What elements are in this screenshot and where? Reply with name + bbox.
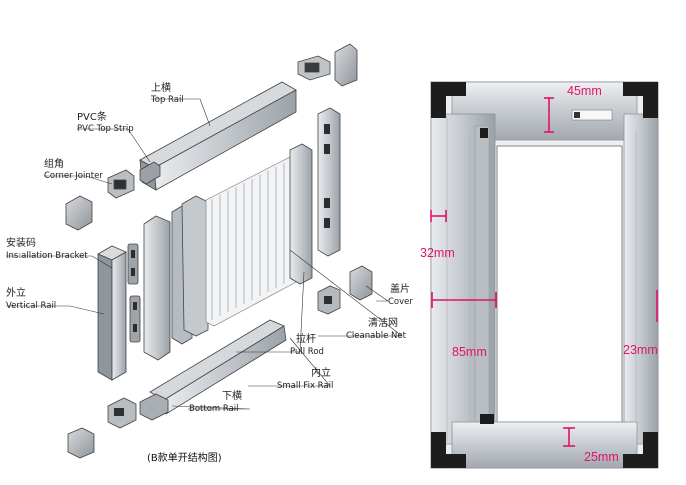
svg-text:Top Rail: Top Rail — [150, 95, 184, 105]
frame-bottom-rail — [451, 421, 638, 469]
inner-rails-part — [143, 195, 209, 361]
svg-text:拉杆: 拉杆 — [296, 332, 316, 345]
corner-piece-bottom — [67, 397, 137, 459]
dimension-bottom-left: 85mm — [452, 345, 487, 359]
label-corner-jointer: 组角 Corner Jointer — [44, 157, 103, 181]
label-vertical-rail: 外立 Vertical Rail — [6, 286, 56, 311]
dimension-markers — [430, 97, 658, 447]
label-cleanable-net: 清洁网 Cleanable Net — [346, 316, 407, 341]
corner-piece-top — [297, 43, 358, 87]
label-cover: 盖片 Cover — [388, 282, 413, 307]
rail-clips — [127, 243, 141, 343]
svg-text:PVC Top Strip: PVC Top Strip — [77, 124, 134, 134]
cover-part — [349, 265, 373, 301]
svg-text:清洁网: 清洁网 — [368, 316, 398, 329]
corner-jointer-part — [107, 169, 135, 199]
label-small-fix-rail: 内立 Small Fix Rail — [277, 366, 333, 391]
bottom-rail-part — [139, 393, 169, 421]
dimension-bottom: 25mm — [584, 450, 619, 464]
svg-text:盖片: 盖片 — [390, 282, 410, 295]
label-top-rail: 上横 Top Rail — [150, 81, 184, 105]
svg-text:Bottom Rail: Bottom Rail — [189, 404, 239, 414]
vertical-rail-part — [97, 245, 127, 381]
leader-lines — [6, 98, 403, 410]
svg-text:Small Fix Rail: Small Fix Rail — [277, 381, 333, 391]
pvc-strip-part — [139, 161, 161, 185]
frame-label-plate — [571, 109, 613, 121]
label-pvc-top-strip: PVC条 PVC Top Strip — [77, 110, 134, 134]
dimension-top: 45mm — [567, 84, 602, 98]
svg-text:下横: 下横 — [222, 389, 242, 402]
assembled-frame: 45mm 32mm 85mm 23mm 25mm — [420, 81, 659, 469]
svg-text:Ins:allation Bracket: Ins:allation Bracket — [6, 251, 88, 261]
svg-text:外立: 外立 — [6, 286, 26, 299]
frame-corner-caps — [431, 82, 658, 468]
svg-text:组角: 组角 — [44, 157, 64, 170]
exploded-view: 上横 Top Rail PVC条 PVC Top Strip 组角 Corner… — [6, 43, 413, 464]
label-bottom-rail: 下横 Bottom Rail — [189, 389, 242, 414]
svg-text:Corner Jointer: Corner Jointer — [44, 171, 103, 181]
label-pull-rod: 拉杆 Pull Rod — [290, 332, 324, 357]
dimension-left: 32mm — [420, 246, 455, 260]
pleated-net-part — [205, 155, 301, 327]
dimension-right: 23mm — [623, 343, 658, 357]
label-installation-bracket: 安装码 Ins:allation Bracket — [6, 236, 88, 261]
pull-rod-part — [289, 143, 313, 285]
small-bracket-right — [317, 285, 341, 315]
right-vertical-rail-part — [317, 107, 341, 257]
svg-text:PVC条: PVC条 — [77, 110, 107, 123]
diagram-caption: (B款单开结构图) — [147, 451, 222, 464]
installation-bracket-part — [65, 195, 93, 231]
svg-text:Pull Rod: Pull Rod — [290, 347, 324, 357]
svg-text:Vertical Rail: Vertical Rail — [6, 301, 56, 311]
svg-text:Cover: Cover — [388, 297, 413, 307]
svg-text:内立: 内立 — [311, 366, 331, 379]
svg-text:上横: 上横 — [151, 81, 171, 94]
frame-right-stile — [623, 113, 659, 445]
svg-text:Cleanable Net: Cleanable Net — [346, 331, 407, 341]
svg-text:安装码: 安装码 — [6, 236, 36, 249]
